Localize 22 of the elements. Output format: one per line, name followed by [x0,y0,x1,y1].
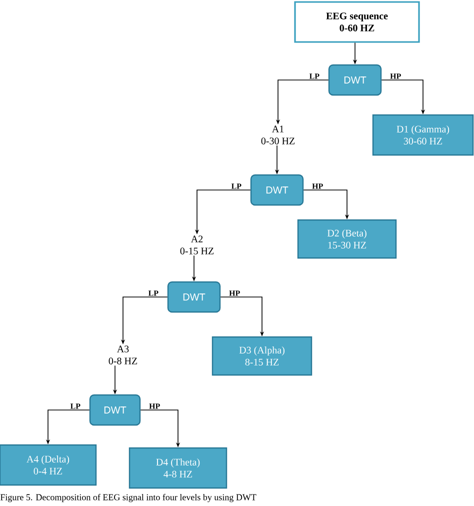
signal-label: A2 0-15 HZ [180,236,214,254]
output-box: A4 (Delta) 0-4 HZ [0,444,97,486]
edge-label: HP [312,184,323,189]
output-box: D4 (Theta) 4-8 HZ [128,447,228,489]
caption: Figure 5. Decomposition of EEG signal into four levels by using DWT [0,494,256,502]
dwt-box: DWT [89,394,141,426]
signal-label: A3 0-8 HZ [108,346,138,364]
dwt-box: DWT [167,281,221,313]
output-box: D2 (Beta) 15-30 HZ [297,219,397,259]
edge-label: LP [231,184,242,189]
signal-label: A1 0-30 HZ [261,126,295,144]
edge-label: LP [309,74,320,79]
input-box: EEG sequence 0-60 HZ [294,1,420,43]
output-box: D1 (Gamma) 30-60 HZ [372,114,474,156]
edge-label: HP [229,290,240,296]
dwt-box: DWT [250,174,304,206]
edge-label: LP [148,290,158,296]
edge-label: LP [70,404,80,409]
dwt-box: DWT [328,64,382,96]
edge-label: HP [390,74,401,79]
edge-label: HP [149,404,160,409]
output-box: D3 (Alpha) 8-15 HZ [212,336,312,376]
